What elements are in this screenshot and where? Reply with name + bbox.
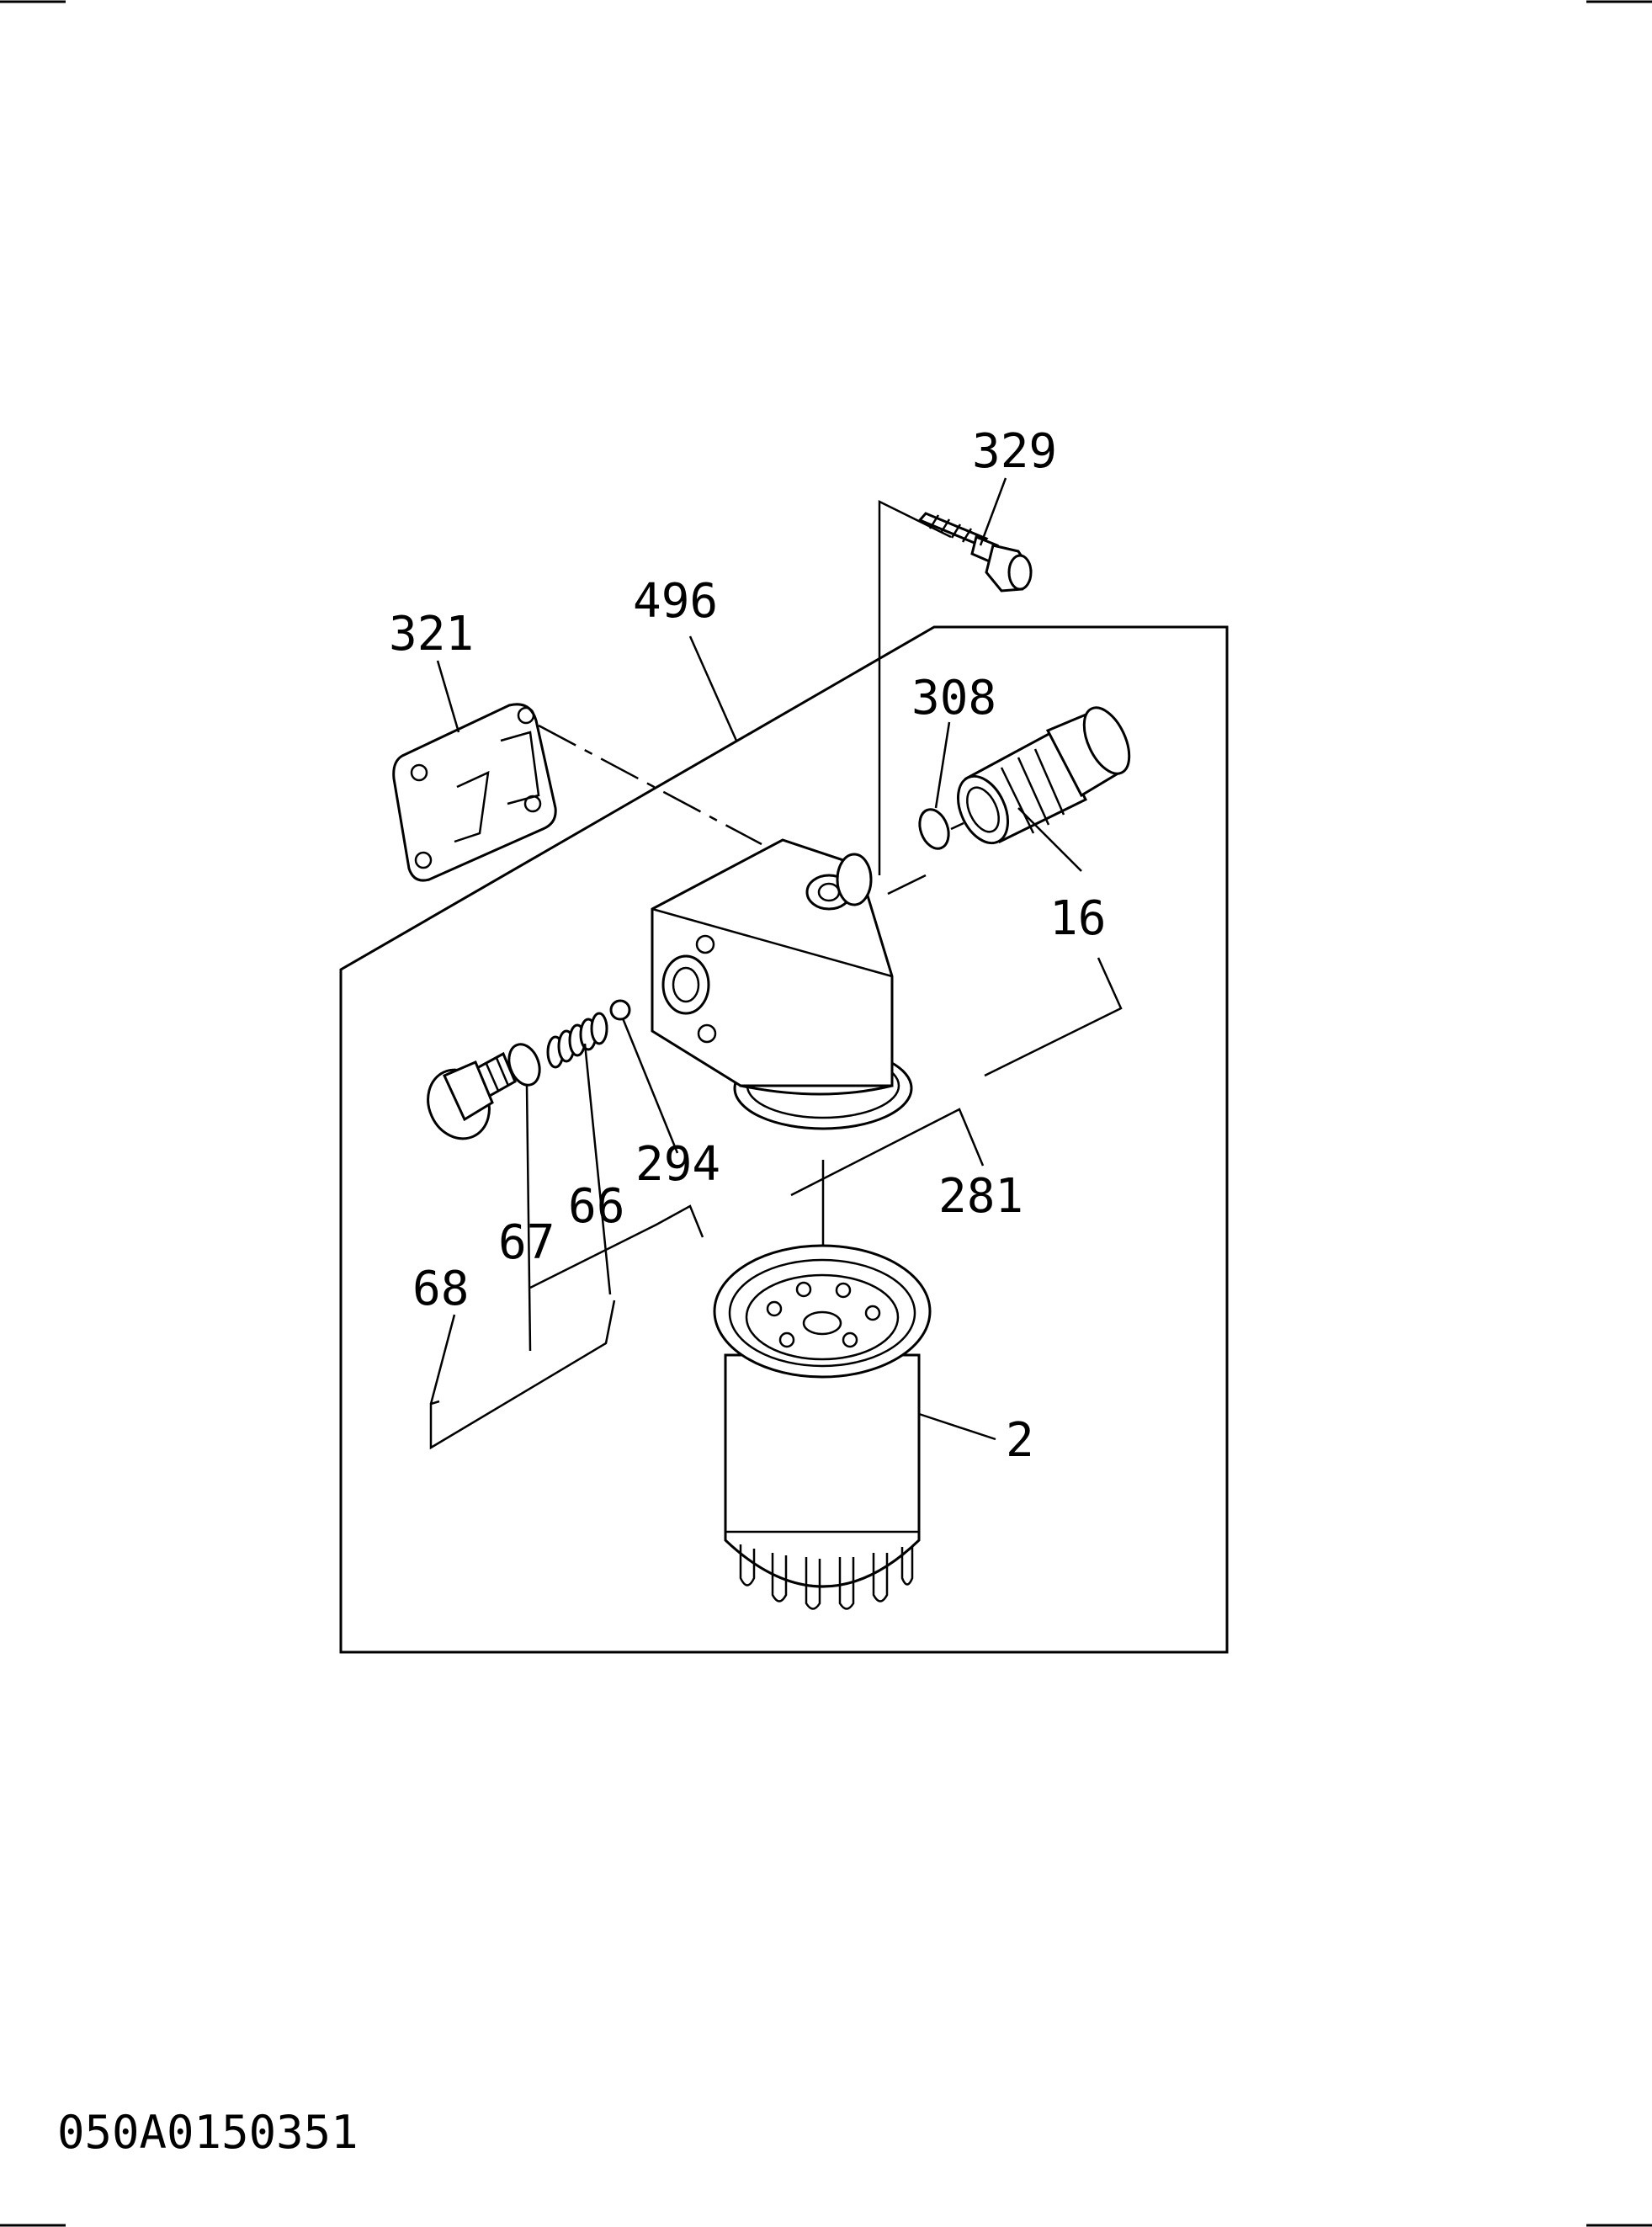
callout-308: 308: [911, 671, 996, 726]
bolt-part: [917, 512, 1033, 593]
callout-16: 16: [1049, 891, 1106, 946]
assembly-frame: [339, 625, 1229, 1654]
plug-part: [427, 1051, 517, 1140]
spring-part: [546, 1012, 608, 1069]
oring-308-part: [918, 808, 950, 850]
callout-2: 2: [1006, 1413, 1034, 1468]
filter-head-part: [651, 838, 913, 1130]
valve-assembly-line: [887, 874, 927, 896]
callout-281: 281: [938, 1169, 1023, 1224]
callout-68: 68: [412, 1262, 469, 1316]
bolt-bracket: [878, 499, 952, 875]
callout-67: 67: [498, 1215, 555, 1270]
callout-66: 66: [568, 1179, 624, 1234]
drawing-code: 050A0150351: [57, 2106, 359, 2159]
gasket-assembly-line: [538, 724, 762, 846]
callout-321: 321: [389, 607, 474, 662]
relief-valve-part: [956, 706, 1131, 845]
oil-filter-part: [713, 1244, 932, 1610]
gasket-part: [392, 703, 557, 882]
ball-part: [609, 999, 631, 1021]
valve-oring-line: [950, 821, 964, 831]
callout-496: 496: [633, 574, 718, 629]
leader-lines: [429, 477, 1123, 1450]
callout-329: 329: [972, 424, 1057, 479]
callout-294: 294: [635, 1137, 720, 1192]
